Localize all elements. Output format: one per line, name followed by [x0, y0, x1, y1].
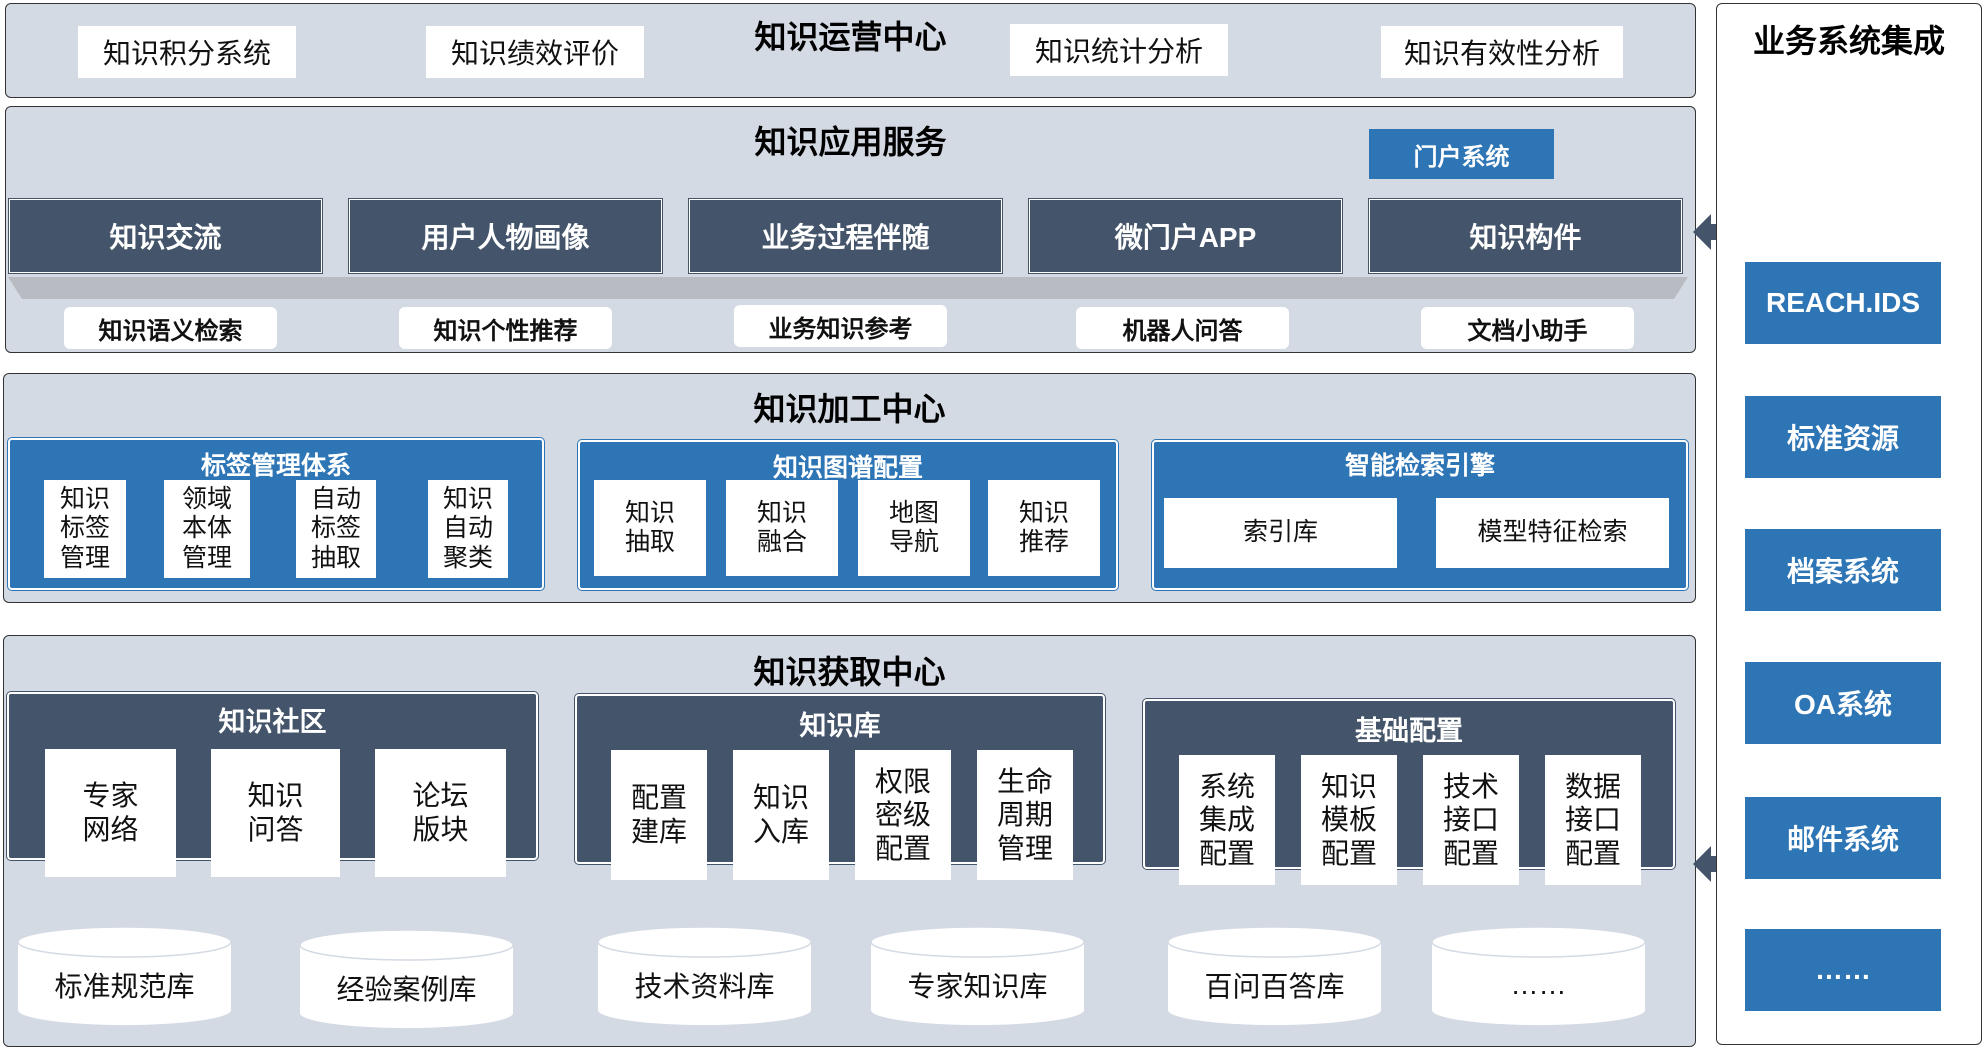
graph-config-group: 知识图谱配置 知识 抽取 知识 融合 地图 导航 知识 推荐	[578, 440, 1118, 590]
application-title: 知识应用服务	[754, 124, 947, 160]
database-faq-label: 百问百答库	[1204, 971, 1345, 1002]
processing-panel: 知识加工中心 标签管理体系 知识 标签 管理 领域 本体 管理 自动 标签 抽取…	[3, 373, 1696, 603]
search-engine-group: 智能检索引擎 索引库 模型特征检索	[1152, 440, 1688, 590]
feature-robot-qa[interactable]: 机器人问答	[1076, 307, 1289, 349]
database-technical-label: 技术资料库	[634, 971, 775, 1002]
portal-system-button[interactable]: 门户系统	[1369, 129, 1554, 179]
base-item-tech-interface[interactable]: 技术 接口 配置	[1423, 755, 1519, 885]
database-experience-label: 经验案例库	[336, 974, 477, 1005]
library-title: 知识库	[799, 711, 881, 741]
feature-business-reference[interactable]: 业务知识参考	[734, 305, 947, 347]
search-engine-title: 智能检索引擎	[1344, 452, 1495, 480]
acquisition-panel: 知识获取中心 知识社区 专家 网络 知识 问答 论坛 版块 知识库 配置 建库 …	[3, 635, 1696, 1047]
service-user-persona[interactable]: 用户人物画像	[349, 199, 662, 273]
service-shelf	[8, 277, 1688, 299]
feature-doc-assistant[interactable]: 文档小助手	[1421, 307, 1634, 349]
database-more[interactable]: ……	[1431, 926, 1646, 1026]
base-item-system-integration[interactable]: 系统 集成 配置	[1179, 755, 1275, 885]
service-business-process[interactable]: 业务过程伴随	[689, 199, 1002, 273]
community-group: 知识社区 专家 网络 知识 问答 论坛 版块	[7, 692, 538, 877]
tag-item-domain-ontology[interactable]: 领域 本体 管理	[164, 480, 250, 578]
application-panel: 知识应用服务 门户系统 知识交流 用户人物画像 业务过程伴随 微门户APP 知识…	[5, 106, 1696, 353]
community-item-expert-network[interactable]: 专家 网络	[45, 749, 176, 877]
service-micro-portal-app[interactable]: 微门户APP	[1029, 199, 1342, 273]
operations-item-performance[interactable]: 知识绩效评价	[426, 26, 644, 78]
database-standard-label: 标准规范库	[54, 971, 195, 1002]
feature-semantic-search[interactable]: 知识语义检索	[64, 307, 277, 349]
community-item-forum[interactable]: 论坛 版块	[375, 749, 506, 877]
service-knowledge-exchange[interactable]: 知识交流	[9, 199, 322, 273]
tag-system-title: 标签管理体系	[200, 452, 351, 480]
search-item-index[interactable]: 索引库	[1164, 498, 1397, 568]
system-archive[interactable]: 档案系统	[1745, 529, 1941, 611]
system-oa[interactable]: OA系统	[1745, 662, 1941, 744]
graph-item-map-nav[interactable]: 地图 导航	[858, 480, 970, 576]
integration-title: 业务系统集成	[1752, 23, 1945, 59]
operations-title: 知识运营中心	[754, 19, 947, 55]
library-item-import[interactable]: 知识 入库	[733, 750, 829, 880]
feature-personal-recommend[interactable]: 知识个性推荐	[399, 307, 612, 349]
graph-config-title: 知识图谱配置	[772, 454, 923, 482]
graph-item-recommend[interactable]: 知识 推荐	[988, 480, 1100, 576]
tag-item-auto-extract[interactable]: 自动 标签 抽取	[296, 480, 376, 578]
tag-system-group: 标签管理体系 知识 标签 管理 领域 本体 管理 自动 标签 抽取 知识 自动 …	[8, 438, 544, 590]
database-expert[interactable]: 专家知识库	[870, 926, 1085, 1026]
database-technical[interactable]: 技术资料库	[597, 926, 812, 1026]
system-mail[interactable]: 邮件系统	[1745, 797, 1941, 879]
library-item-permission[interactable]: 权限 密级 配置	[855, 750, 951, 880]
base-item-template[interactable]: 知识 模板 配置	[1301, 755, 1397, 885]
operations-item-points[interactable]: 知识积分系统	[78, 26, 296, 78]
library-item-lifecycle[interactable]: 生命 周期 管理	[977, 750, 1073, 880]
graph-item-extract[interactable]: 知识 抽取	[594, 480, 706, 576]
system-standard-resource[interactable]: 标准资源	[1745, 396, 1941, 478]
operations-panel: 知识运营中心 知识积分系统 知识绩效评价 知识统计分析 知识有效性分析	[5, 3, 1696, 98]
base-config-title: 基础配置	[1355, 716, 1463, 746]
community-title: 知识社区	[218, 707, 327, 737]
tag-item-auto-cluster[interactable]: 知识 自动 聚类	[428, 480, 508, 578]
graph-item-fusion[interactable]: 知识 融合	[726, 480, 838, 576]
acquisition-title: 知识获取中心	[753, 654, 946, 690]
database-expert-label: 专家知识库	[907, 971, 1048, 1002]
integration-panel: 业务系统集成 REACH.IDS 标准资源 档案系统 OA系统 邮件系统 ……	[1716, 3, 1982, 1045]
database-more-label: ……	[1510, 969, 1567, 1000]
search-item-model-feature[interactable]: 模型特征检索	[1436, 498, 1669, 568]
operations-item-statistics[interactable]: 知识统计分析	[1010, 24, 1228, 76]
database-standard[interactable]: 标准规范库	[17, 926, 232, 1026]
operations-item-effectiveness[interactable]: 知识有效性分析	[1381, 26, 1623, 78]
system-reach-ids[interactable]: REACH.IDS	[1745, 262, 1941, 344]
database-experience[interactable]: 经验案例库	[299, 929, 514, 1029]
library-item-config-build[interactable]: 配置 建库	[611, 750, 707, 880]
service-knowledge-component[interactable]: 知识构件	[1369, 199, 1682, 273]
base-config-group: 基础配置 系统 集成 配置 知识 模板 配置 技术 接口 配置 数据 接口 配置	[1143, 699, 1675, 885]
database-faq[interactable]: 百问百答库	[1167, 926, 1382, 1026]
processing-title: 知识加工中心	[753, 391, 946, 427]
base-item-data-interface[interactable]: 数据 接口 配置	[1545, 755, 1641, 885]
community-item-qa[interactable]: 知识 问答	[211, 749, 340, 877]
library-group: 知识库 配置 建库 知识 入库 权限 密级 配置 生命 周期 管理	[575, 694, 1105, 880]
system-more[interactable]: ……	[1745, 929, 1941, 1011]
tag-item-knowledge-tag[interactable]: 知识 标签 管理	[44, 480, 126, 578]
